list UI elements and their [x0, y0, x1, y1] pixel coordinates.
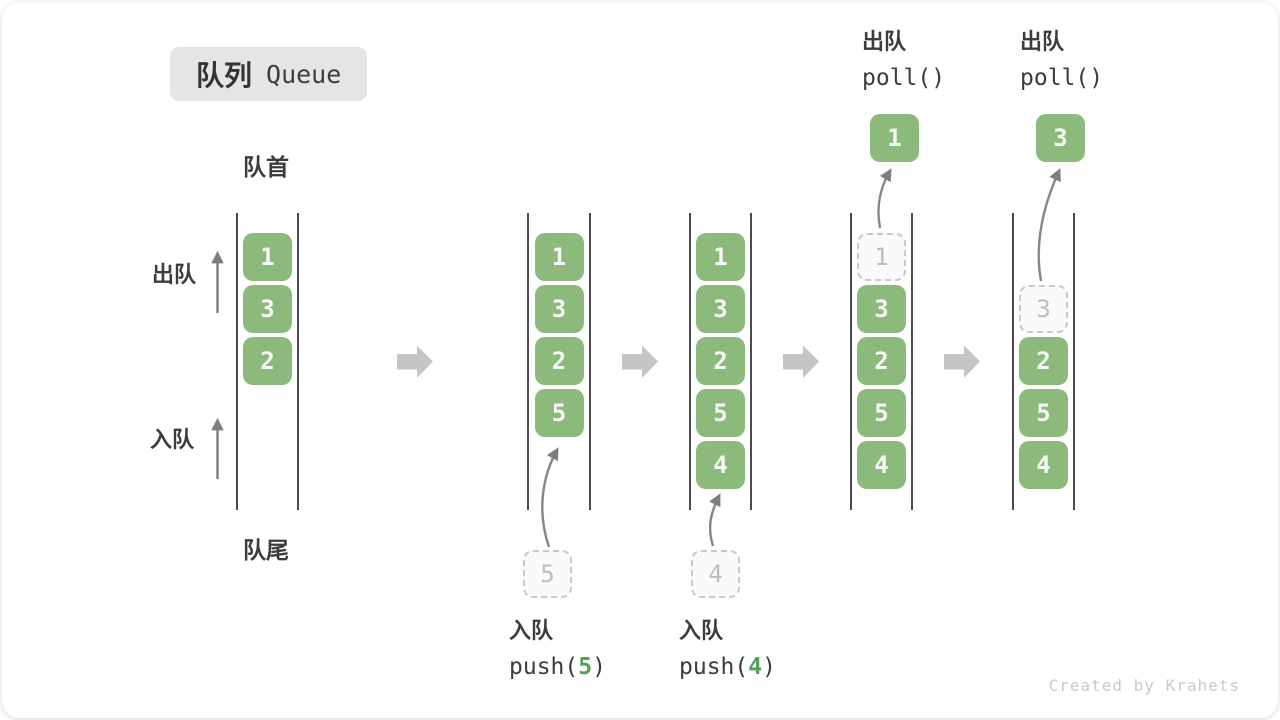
enqueue-op-label: 入队	[509, 618, 554, 643]
code-close: )	[592, 654, 606, 681]
state-transition-arrow-2	[622, 345, 658, 378]
dequeue-op-poll2: 出队 poll()	[1020, 29, 1104, 92]
queue-item-box: 5	[534, 389, 584, 437]
dequeue-arrow-poll2	[1037, 168, 1061, 282]
enqueue-op-push5: 入队 push(5)	[509, 618, 606, 680]
queue-item-box: 3	[534, 285, 584, 333]
queue-wall-left	[1011, 213, 1014, 510]
queue-item-box: 1	[696, 233, 745, 281]
queue-item-box: 5	[696, 389, 745, 437]
code-close: )	[762, 654, 776, 681]
queue-wall-right	[750, 213, 753, 510]
enqueue-op-label: 入队	[679, 618, 724, 643]
queue-item-box: 3	[857, 285, 906, 333]
queue-item-box: 2	[696, 337, 745, 385]
enqueue-arrow-push5	[541, 447, 559, 548]
queue-item-box: 2	[534, 337, 584, 385]
queue-item-box: 2	[243, 337, 292, 385]
removed-item-box: 3	[1019, 285, 1068, 333]
queue-wall-left	[688, 213, 691, 510]
pending-item-box: 5	[523, 550, 572, 598]
dequeue-op-label: 出队	[862, 29, 907, 54]
enqueue-op-code: push(5)	[509, 655, 606, 680]
queue-front-label: 队首	[243, 154, 289, 180]
queue-item-box: 5	[1019, 389, 1068, 437]
code-fn: push(	[679, 654, 749, 681]
queue-wall-right	[588, 213, 591, 510]
queue-item-box: 4	[696, 441, 745, 489]
code-fn: push(	[509, 654, 579, 681]
queue-item-box: 1	[534, 233, 584, 281]
dequeue-op-label: 出队	[1020, 29, 1065, 54]
queue-wall-left	[849, 213, 852, 510]
queue-item-box: 2	[1019, 337, 1068, 385]
pending-item-box: 4	[691, 550, 740, 598]
queue-item-box: 4	[857, 441, 906, 489]
removed-item-box: 1	[857, 233, 906, 281]
state-transition-arrow-4	[944, 345, 980, 378]
queue-item-box: 3	[696, 285, 745, 333]
dequeue-side-label: 出队	[152, 262, 197, 287]
queue-wall-right	[1073, 213, 1076, 510]
enqueue-op-push4: 入队 push(4)	[679, 618, 776, 680]
queue-item-box: 5	[857, 389, 906, 437]
dequeue-op-code: poll()	[1020, 65, 1104, 92]
title-badge: 队列 Queue	[170, 47, 368, 101]
enqueue-arrow-push4	[708, 493, 721, 547]
queue-item-box: 1	[243, 233, 292, 281]
queue-wall-left	[527, 213, 530, 510]
enqueue-side-label: 入队	[150, 427, 195, 452]
queue-item-box: 4	[1019, 441, 1068, 489]
queue-item-box: 2	[857, 337, 906, 385]
code-arg: 5	[578, 654, 593, 681]
state-transition-arrows	[397, 345, 980, 378]
state-transition-arrow-1	[397, 345, 433, 378]
queue-rear-label: 队尾	[243, 537, 289, 563]
dequeue-arrow-poll1	[877, 168, 892, 229]
code-arg: 4	[748, 654, 763, 681]
dequeue-op-code: poll()	[862, 65, 946, 92]
title-en: Queue	[266, 59, 342, 89]
enqueue-op-code: push(4)	[679, 655, 776, 680]
queue-wall-right	[911, 213, 914, 510]
title-zh: 队列	[196, 60, 253, 91]
watermark: Created by Krahets	[1048, 676, 1240, 695]
queue-item-box: 3	[243, 285, 292, 333]
dequeue-op-poll1: 出队 poll()	[862, 29, 946, 92]
queue-wall-right	[297, 213, 300, 510]
polled-item-box: 3	[1036, 114, 1085, 162]
queue-wall-left	[235, 213, 238, 510]
polled-item-box: 1	[870, 114, 919, 162]
state-transition-arrow-3	[783, 345, 819, 378]
